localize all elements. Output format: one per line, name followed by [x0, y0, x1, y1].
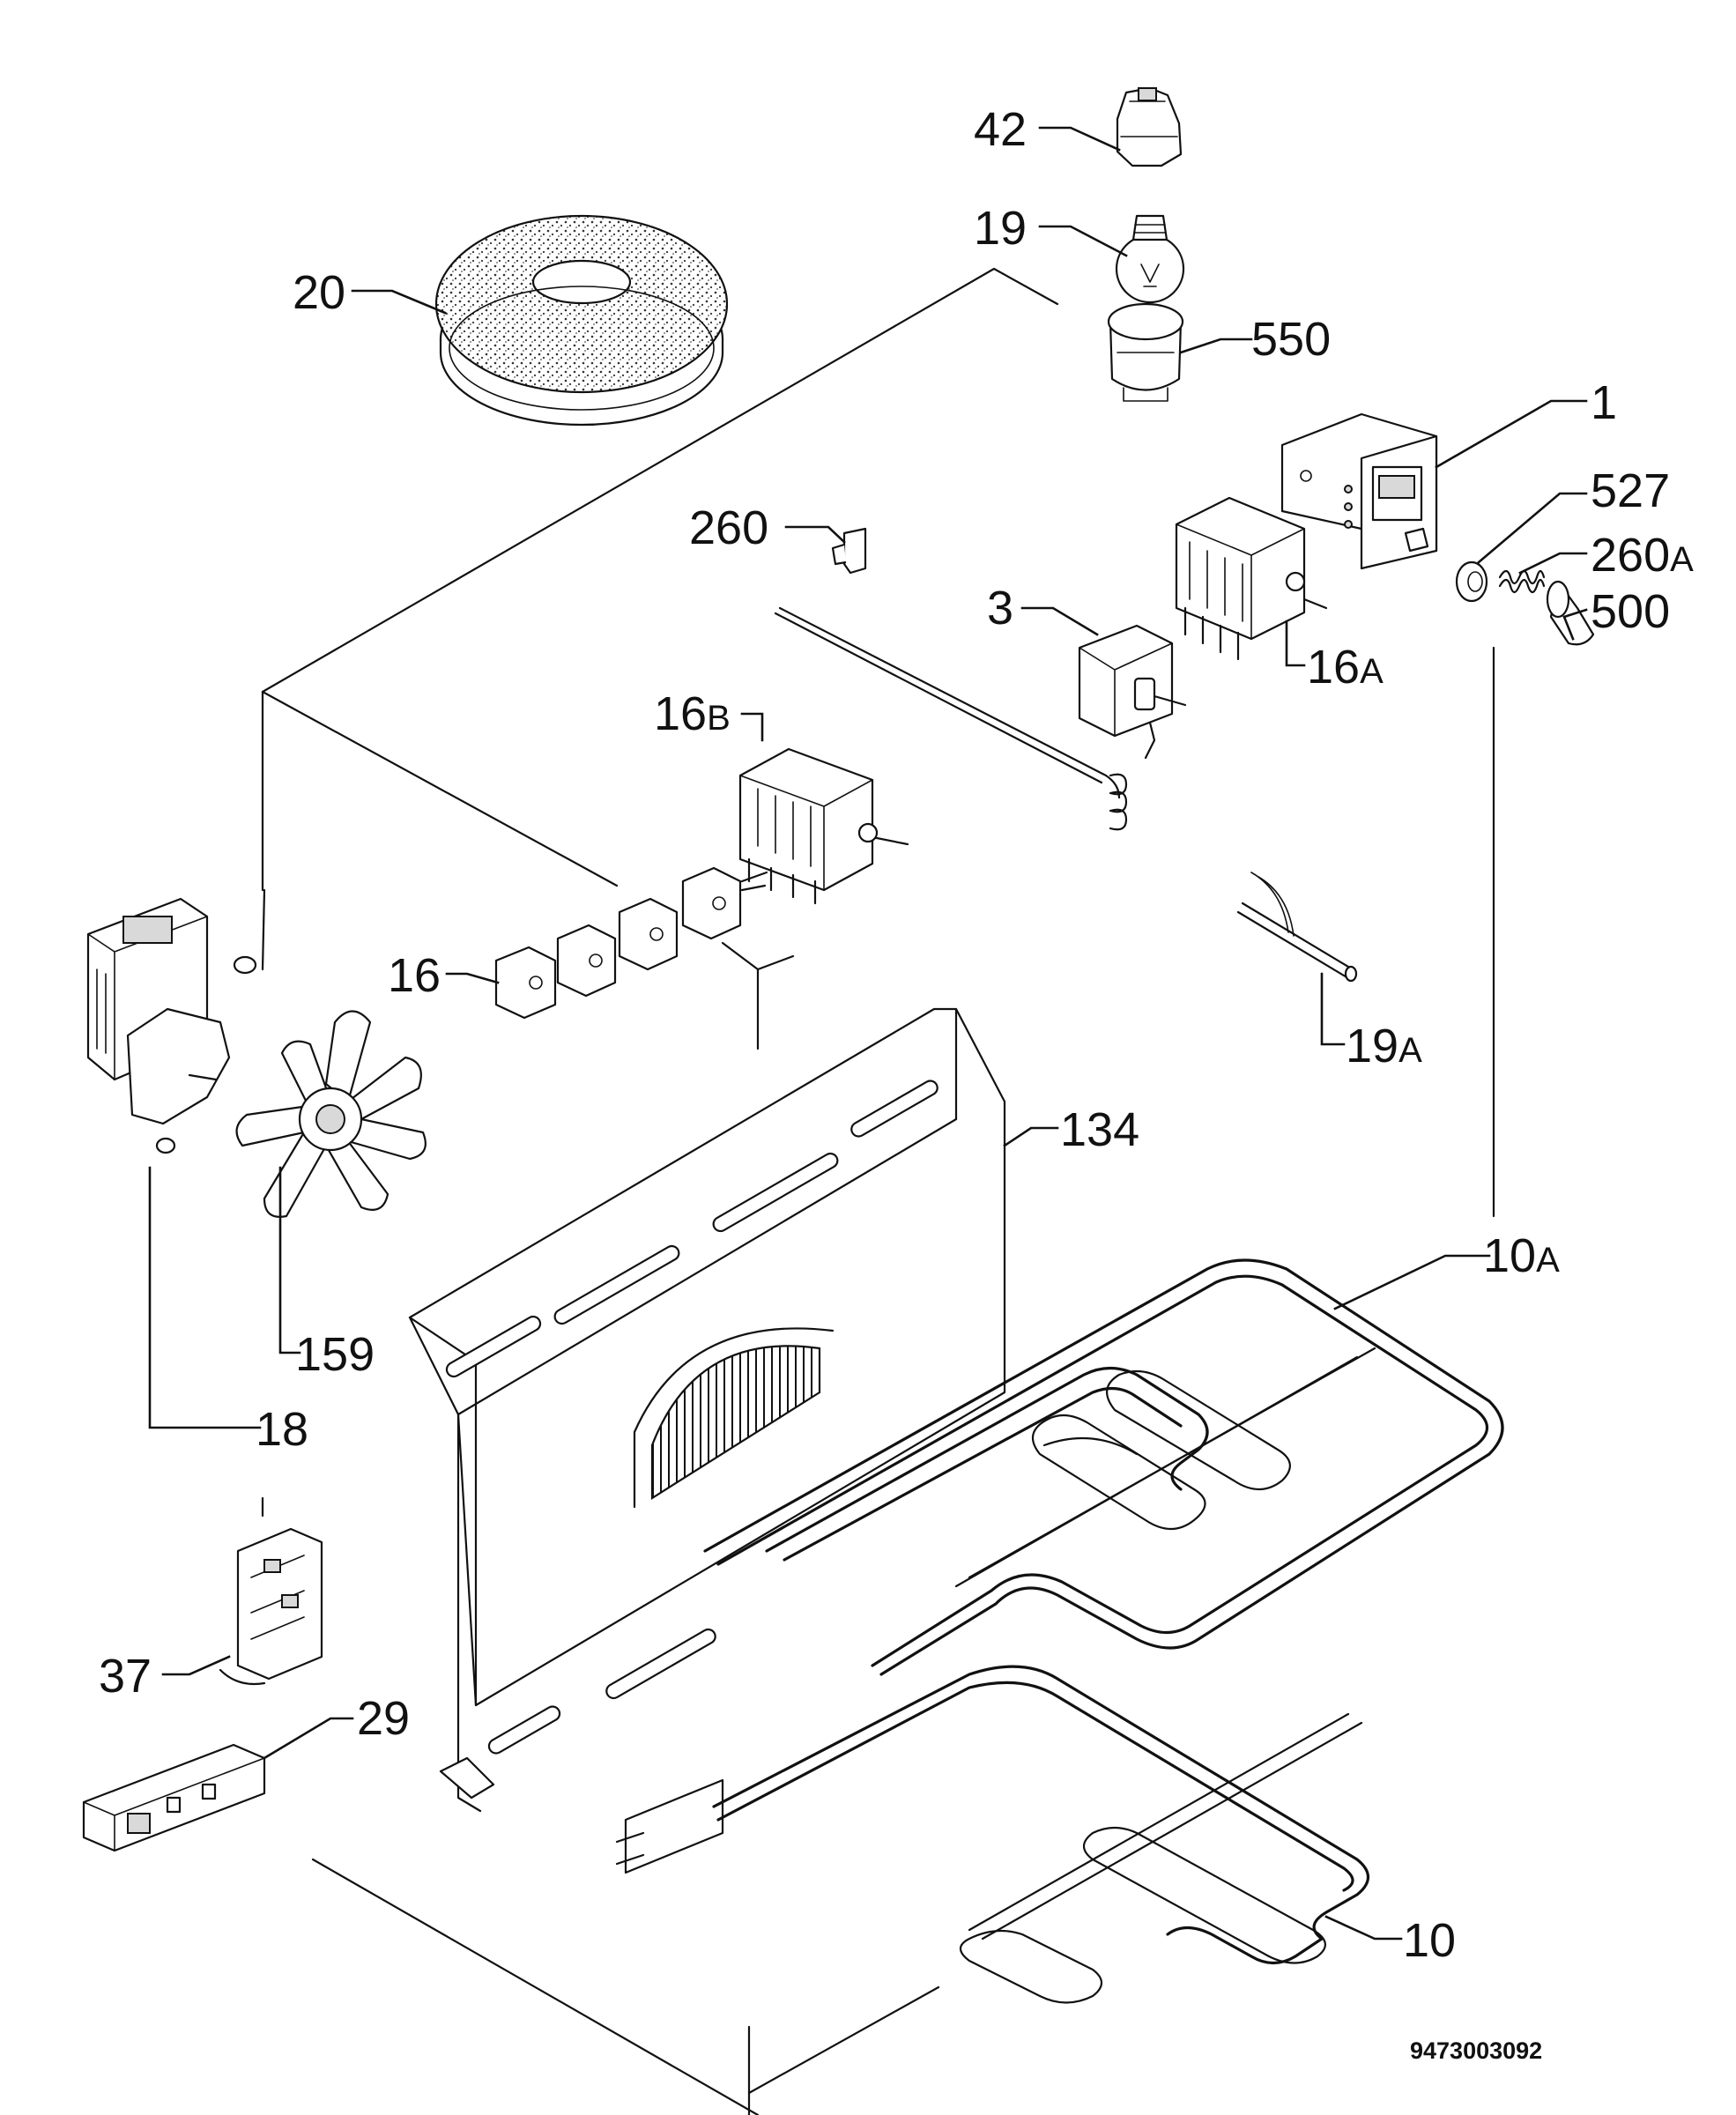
callout-3: 3: [987, 582, 1013, 634]
part-29-terminal-block: [82, 1743, 266, 1852]
callout-10: 10: [1403, 1914, 1456, 1967]
part-19-lamp-bulb: [1115, 214, 1185, 304]
callout-16b: 16B: [654, 687, 731, 740]
callout-18: 18: [256, 1403, 308, 1456]
part-19a-sensor-probe: [1236, 872, 1358, 983]
part-134-rear-panel: [408, 1007, 1006, 1813]
callout-19: 19: [974, 202, 1027, 255]
callout-20: 20: [293, 266, 345, 319]
callout-260a: 260A: [1591, 529, 1694, 582]
document-code: 9473003092: [1410, 2037, 1542, 2064]
part-159-fan-impeller: [235, 1010, 427, 1218]
part-260a-spring: [1498, 569, 1546, 594]
callout-1: 1: [1591, 376, 1617, 429]
part-16b-selector-switch: [738, 747, 909, 905]
callout-527: 527: [1591, 464, 1670, 517]
callout-29: 29: [357, 1692, 410, 1745]
callout-550: 550: [1251, 313, 1331, 366]
leader-lines: [148, 126, 1588, 1941]
part-18-fan-motor: [86, 897, 257, 1154]
callout-16: 16: [388, 949, 441, 1002]
part-42-lamp-cover: [1116, 86, 1183, 167]
callout-labels: 42 19 20 550 1 527 260 260A 500 3 16A 16…: [99, 103, 1694, 2064]
callout-500: 500: [1591, 585, 1670, 638]
part-16a-selector-switch: [1175, 496, 1328, 661]
part-10a-grill-element: [703, 1258, 1504, 1676]
part-37-safety-switch: [219, 1527, 323, 1686]
part-3-thermostat: [774, 606, 1187, 831]
callout-16a: 16A: [1307, 641, 1384, 694]
callout-10a: 10A: [1483, 1229, 1560, 1282]
part-500-knob: [1546, 580, 1595, 646]
part-260-clip: [831, 527, 867, 575]
part-16-switch-blocks: [494, 866, 768, 1020]
part-10-bottom-element: [615, 1665, 1370, 2004]
callout-159: 159: [295, 1328, 375, 1381]
callout-19a: 19A: [1346, 1020, 1422, 1072]
callout-42: 42: [974, 103, 1027, 156]
part-1-timer-module: [1280, 412, 1438, 570]
oven-cabinet-outline: [261, 267, 1495, 2115]
part-550-lamp-holder: [1107, 302, 1184, 402]
part-527-washer: [1455, 560, 1488, 603]
callout-134: 134: [1060, 1103, 1139, 1156]
callout-37: 37: [99, 1650, 152, 1703]
part-20-round-cover: [434, 214, 729, 427]
callout-260: 260: [689, 501, 768, 554]
